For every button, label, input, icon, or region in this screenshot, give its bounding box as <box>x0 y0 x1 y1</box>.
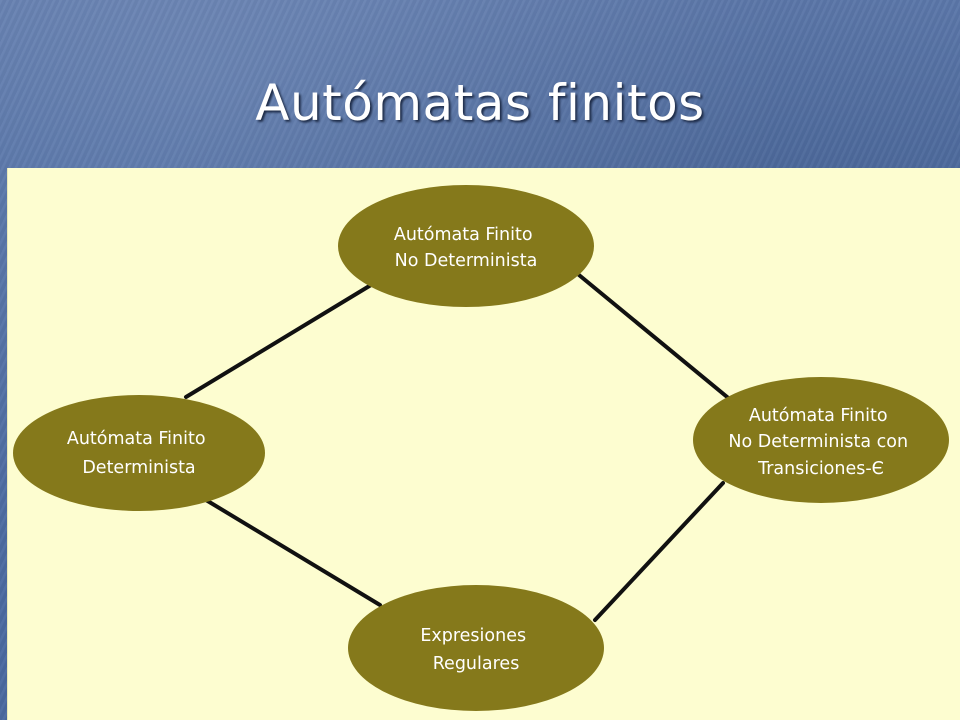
node-afn-line-1: Autómata Finito <box>394 225 533 245</box>
diagram-panel: Autómata Finito No Determinista Autómata… <box>7 168 960 720</box>
node-afn: Autómata Finito No Determinista <box>338 185 594 307</box>
edge-afd-afn <box>184 283 373 399</box>
node-afne-line-2: No Determinista con <box>728 432 908 452</box>
node-afd-label: Autómata Finito Determinista <box>67 429 211 478</box>
edge-er-afd <box>204 498 382 607</box>
node-afd-shape <box>13 395 265 511</box>
slide-title: Autómatas finitos <box>255 74 705 132</box>
edge-afn-afne <box>577 273 734 403</box>
node-afd-line-1: Autómata Finito <box>67 429 206 449</box>
node-afne-line-3: Transiciones-Є <box>757 459 884 479</box>
node-afne-label: Autómata Finito No Determinista con Tran… <box>728 406 913 479</box>
node-afne: Autómata Finito No Determinista con Tran… <box>693 377 949 503</box>
edge-afne-er <box>593 481 725 622</box>
node-er-line-1: Expresiones <box>420 626 526 646</box>
node-afne-line-1: Autómata Finito <box>749 406 888 426</box>
node-afn-shape <box>338 185 594 307</box>
node-afn-label: Autómata Finito No Determinista <box>394 225 538 271</box>
automata-diagram: Autómata Finito No Determinista Autómata… <box>13 185 949 711</box>
node-er-shape <box>348 585 604 711</box>
node-afne-shape <box>693 377 949 503</box>
node-afn-line-2: No Determinista <box>395 251 538 271</box>
node-afd: Autómata Finito Determinista <box>13 395 265 511</box>
node-er-line-2: Regulares <box>433 654 520 674</box>
node-er-label: Expresiones Regulares <box>420 626 531 674</box>
node-afd-line-2: Determinista <box>82 458 195 478</box>
node-er: Expresiones Regulares <box>348 585 604 711</box>
